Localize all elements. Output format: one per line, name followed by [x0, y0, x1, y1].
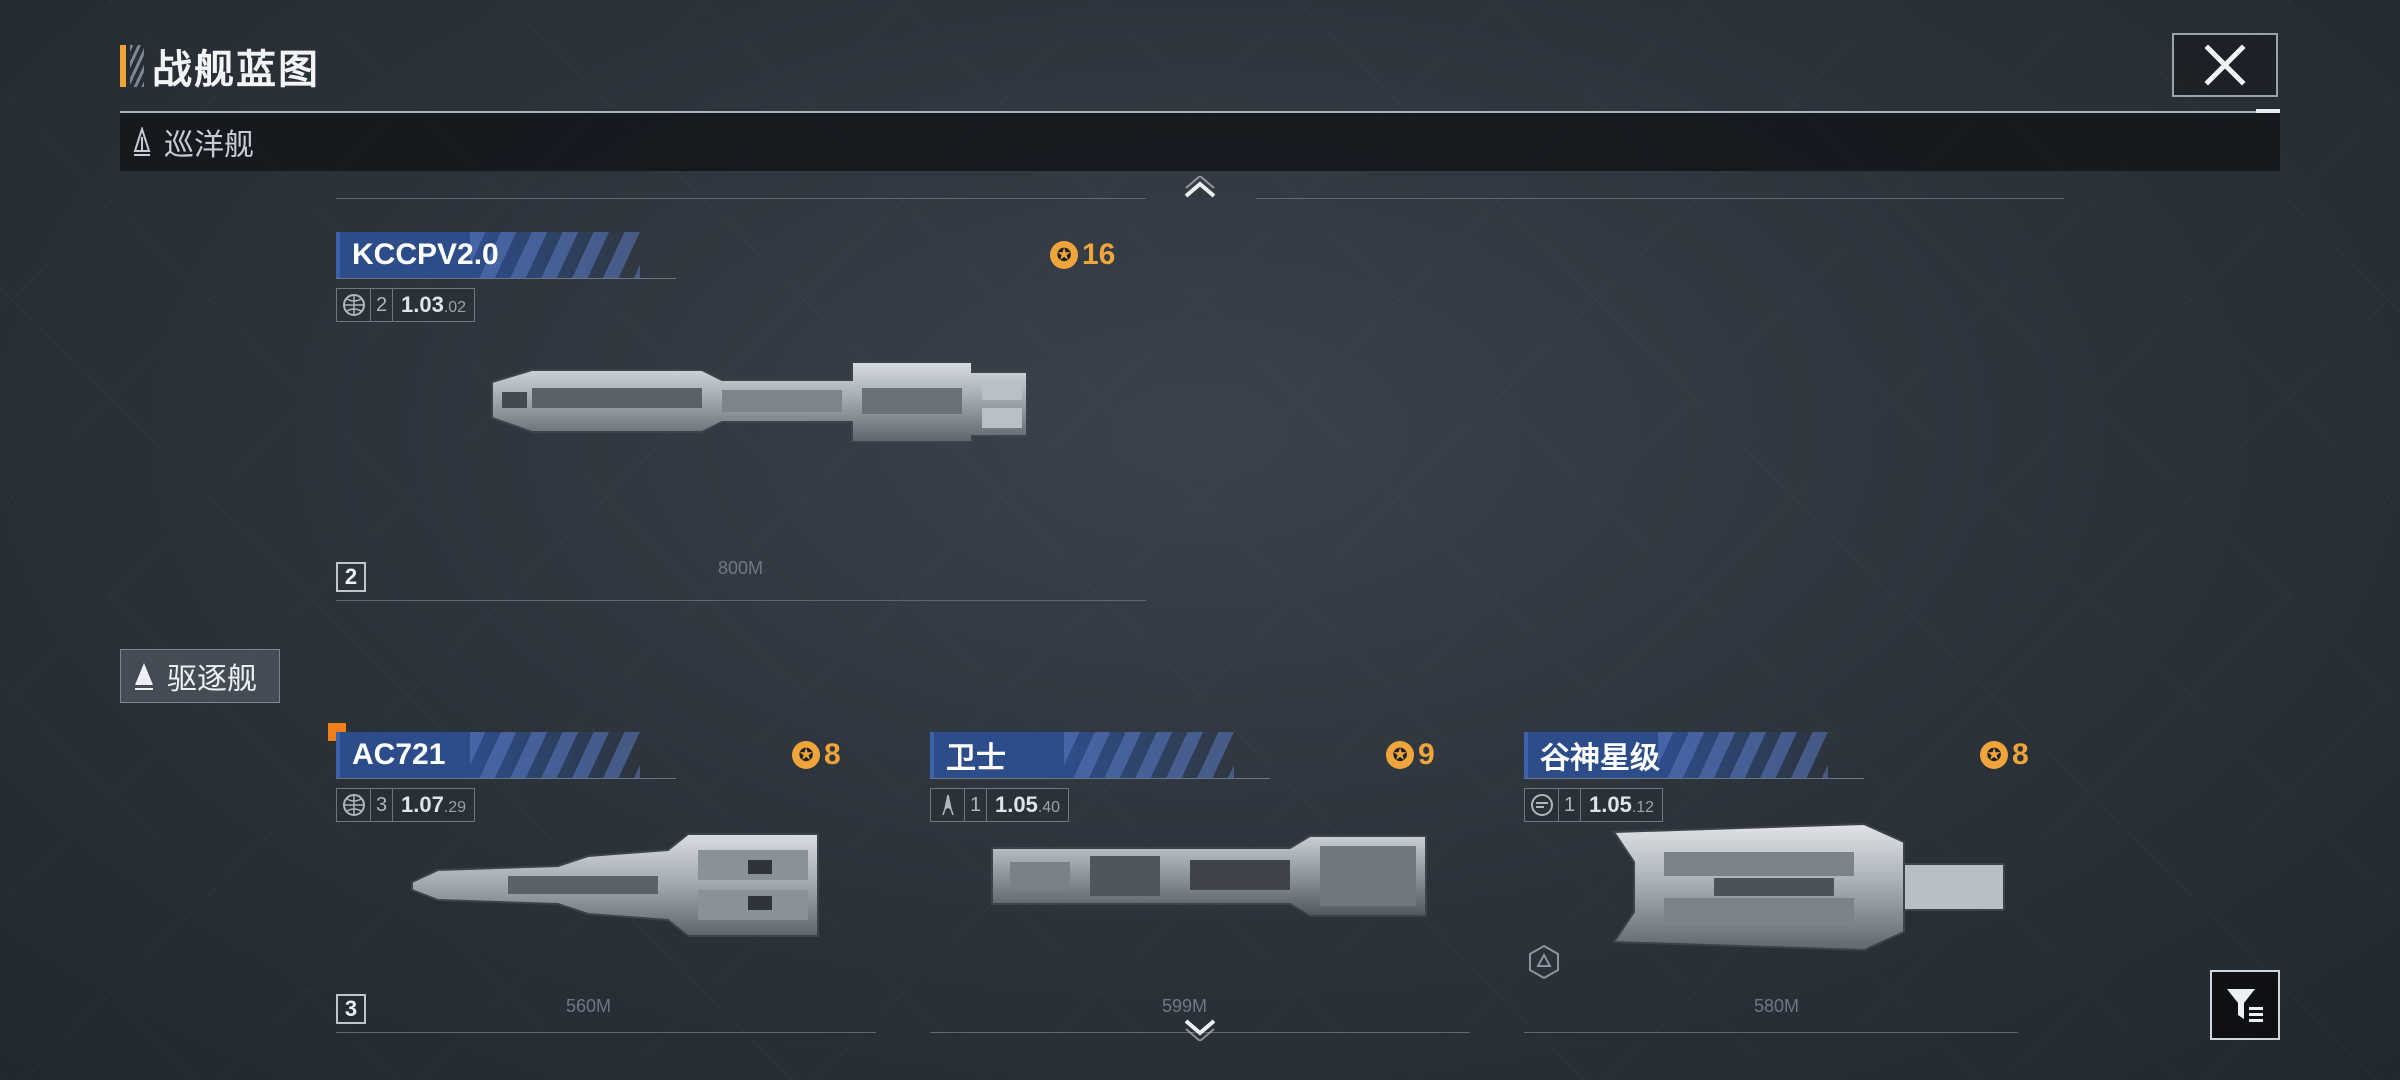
- page-title: 战舰蓝图: [152, 48, 320, 92]
- blueprint-ruler: [336, 198, 1146, 199]
- ship-name: KCCPV2.0: [352, 238, 499, 271]
- chevron-up-icon: [1184, 174, 1216, 198]
- ship-length: 580M: [1754, 996, 1800, 1016]
- ship-index: 2: [336, 562, 366, 592]
- destroyer-class-icon: [135, 663, 153, 690]
- power-value: 8: [824, 738, 841, 771]
- ship-version: 1.05.12: [1589, 792, 1655, 817]
- name-underline: [1524, 778, 1864, 779]
- power-value: 8: [2012, 738, 2029, 771]
- close-icon: [2204, 44, 2246, 86]
- name-stripes: [470, 232, 640, 278]
- globe-icon: [337, 789, 371, 821]
- ship-version: 1.07.29: [401, 792, 467, 817]
- close-button[interactable]: [2172, 33, 2278, 97]
- power-badge: ✪ 8: [1980, 738, 2029, 772]
- title-accent: [120, 45, 126, 87]
- ship-count: 1: [965, 789, 987, 821]
- chevron-down-icon: [1184, 1019, 1216, 1043]
- filter-button[interactable]: [2210, 970, 2280, 1040]
- ship-meta: 3 1.07.29: [336, 788, 476, 822]
- ship-index: 3: [336, 994, 366, 1024]
- ship-version: 1.03.02: [401, 292, 467, 317]
- power-badge: ✪ 9: [1386, 738, 1435, 772]
- blueprint-ruler: [1524, 1032, 2018, 1033]
- ship-image: [411, 833, 819, 937]
- ship-name: 卫士: [946, 742, 1006, 775]
- ship-meta: 1 1.05.40: [930, 788, 1070, 822]
- ship-name-tag: 卫士: [930, 732, 1234, 778]
- power-value: 9: [1418, 738, 1435, 771]
- ship-length: 560M: [566, 996, 612, 1016]
- header-divider-cap: [2256, 109, 2280, 113]
- ship-name-tag: 谷神星级: [1524, 732, 1828, 778]
- blueprint-ruler: [1256, 198, 2064, 199]
- name-underline: [336, 778, 676, 779]
- globe-icon: [337, 289, 371, 321]
- power-icon: ✪: [1386, 741, 1414, 769]
- power-icon: ✪: [1050, 241, 1078, 269]
- power-badge: ✪ 16: [1050, 238, 1115, 272]
- scroll-up-button[interactable]: [1183, 174, 1217, 205]
- blueprint-ruler: [336, 600, 1146, 601]
- rocket-icon: [931, 789, 965, 821]
- ship-image: [1612, 822, 2005, 952]
- title-stripes: [130, 45, 144, 87]
- ship-meta: 1 1.05.12: [1524, 788, 1664, 822]
- power-icon: ✪: [792, 741, 820, 769]
- filter-icon: [2227, 989, 2263, 1022]
- ship-image: [491, 361, 1028, 443]
- ship-version: 1.05.40: [995, 792, 1061, 817]
- ship-length: 800M: [718, 558, 764, 578]
- power-value: 16: [1082, 238, 1116, 271]
- name-underline: [336, 278, 676, 279]
- scroll-down-button[interactable]: [1183, 1017, 1217, 1046]
- power-badge: ✪ 8: [792, 738, 841, 772]
- ship-length: 599M: [1162, 996, 1208, 1016]
- ship-count: 3: [371, 789, 393, 821]
- name-underline: [930, 778, 1270, 779]
- category-label: 巡洋舰: [164, 129, 254, 162]
- ship-meta: 2 1.03.02: [336, 288, 476, 322]
- emblem-icon: [1525, 789, 1559, 821]
- ship-name-tag: AC721: [336, 732, 640, 778]
- hexagon-icon: [1529, 944, 1559, 980]
- category-cruiser[interactable]: 巡洋舰: [120, 113, 2280, 171]
- name-stripes: [1064, 732, 1234, 778]
- blueprint-ruler: [336, 1032, 876, 1033]
- ship-name: 谷神星级: [1540, 742, 1660, 775]
- category-destroyer[interactable]: 驱逐舰: [120, 649, 280, 703]
- ship-name-tag: KCCPV2.0: [336, 232, 640, 278]
- cruiser-class-icon: [133, 127, 151, 156]
- header-divider: [120, 111, 2280, 113]
- ship-name: AC721: [352, 738, 446, 771]
- name-stripes: [470, 732, 640, 778]
- ship-count: 1: [1559, 789, 1581, 821]
- name-stripes: [1658, 732, 1828, 778]
- ship-count: 2: [371, 289, 393, 321]
- category-label: 驱逐舰: [167, 663, 257, 696]
- page-header: 战舰蓝图: [120, 44, 320, 92]
- ship-image: [991, 835, 1427, 917]
- power-icon: ✪: [1980, 741, 2008, 769]
